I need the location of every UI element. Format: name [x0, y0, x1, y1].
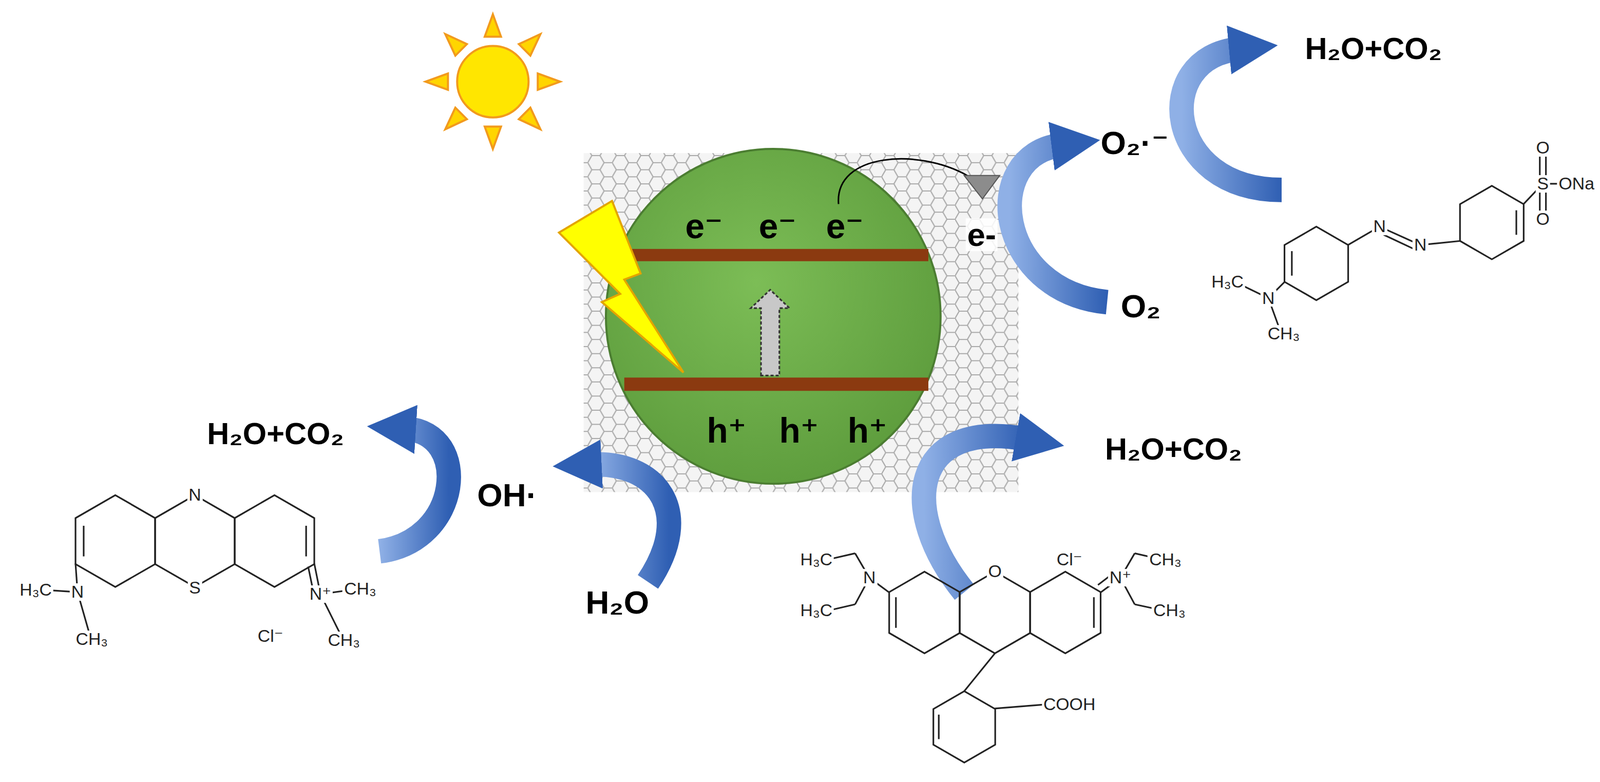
atom-label: N⁺ [308, 585, 333, 603]
carrier-label: e⁻ [826, 209, 864, 245]
atom-label: O [986, 563, 1003, 581]
atom-label: N [861, 568, 878, 587]
species-label: H₂O [585, 585, 650, 619]
species-label: H₂O+CO₂ [1105, 433, 1243, 465]
atom-label: CH₃ [342, 580, 378, 598]
photocatalyst-particle: e⁻ e⁻ e⁻ h⁺ h⁺ h⁺ [604, 147, 942, 485]
carrier-label: e⁻ [685, 209, 723, 245]
sun-icon [425, 14, 561, 149]
atom-label: S [1535, 175, 1551, 193]
atom-label: N [1260, 289, 1276, 308]
carrier-label: h⁺ [706, 413, 747, 449]
species-label: H₂O+CO₂ [1304, 33, 1442, 65]
atom-label: N [1372, 217, 1388, 236]
species-label: OH· [477, 478, 538, 512]
species-label: O₂ [1120, 290, 1161, 323]
species-label: e- [965, 218, 998, 252]
atom-label: Cl⁻ [256, 627, 285, 645]
particle-shape [604, 147, 942, 485]
atom-label: N [1412, 236, 1428, 254]
atom-label: H₃C [1209, 273, 1246, 291]
methylene-blue-structure [45, 494, 357, 635]
atom-label: ONa [1557, 175, 1597, 193]
species-label: H₂O+CO₂ [206, 418, 345, 450]
atom-label: O [1534, 211, 1552, 229]
reaction-arrows [379, 48, 1282, 593]
carrier-label: e⁻ [758, 209, 797, 245]
atom-label: CH₃ [74, 630, 110, 649]
atom-label: CH₃ [1151, 601, 1188, 620]
atom-label: N [186, 486, 203, 504]
atom-label: H₃C [17, 581, 54, 599]
atom-label: Cl⁻ [1055, 550, 1084, 569]
methyl-orange-structure [1234, 147, 1567, 332]
atom-label: CH₃ [1147, 550, 1184, 569]
atom-label: COOH [1041, 695, 1097, 714]
rhodamine-b-structure [828, 553, 1164, 764]
atom-label: S [187, 579, 203, 597]
carrier-label: h⁺ [779, 413, 819, 449]
atom-label: H₃C [798, 550, 834, 569]
atom-label: H₃C [798, 601, 834, 620]
carrier-label: h⁺ [847, 413, 888, 449]
species-label: O₂·⁻ [1100, 126, 1170, 160]
atom-label: N⁺ [1108, 568, 1133, 587]
atom-label: CH₃ [1266, 325, 1302, 343]
atom-label: O [1534, 139, 1552, 157]
atom-label: CH₃ [326, 631, 362, 650]
atom-label: N [69, 583, 86, 601]
